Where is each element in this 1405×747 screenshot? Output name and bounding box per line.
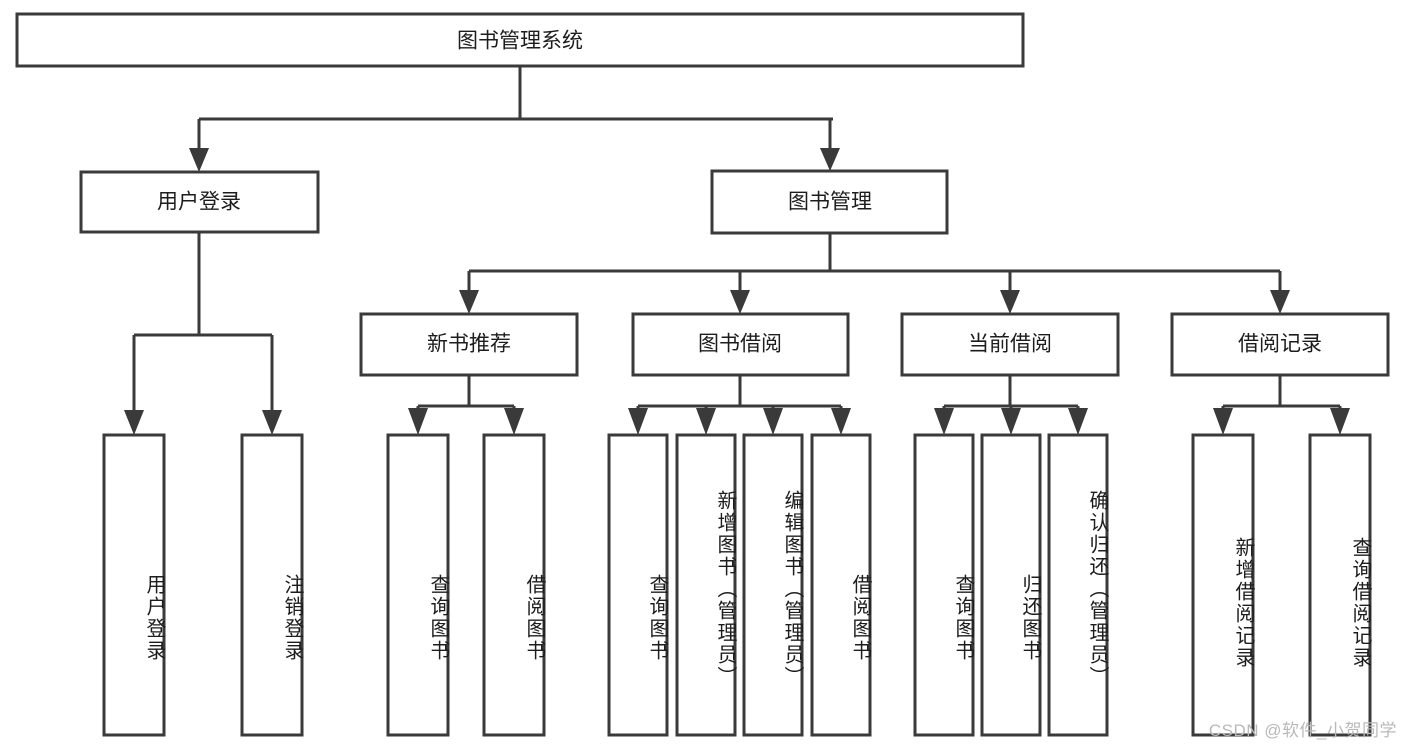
node-user-login-rect[interactable] [79,170,320,234]
node-user-login[interactable]: 用户登录 [79,170,320,234]
node-leaf-query-record-rect[interactable] [1308,433,1372,737]
node-leaf-confirm-return-rect[interactable] [1047,433,1109,737]
connector-group-new-book-rec [408,375,524,435]
connector-group-book-mgmt [459,233,1290,314]
node-user-login-label: 用户登录 [157,191,241,214]
node-root-rect[interactable] [15,12,1025,68]
node-leaf-borrow-book-1-rect[interactable] [482,433,546,737]
csdn-watermark: CSDN @软件_小贺同学 [1208,721,1397,740]
node-leaf-query-book-2-rect[interactable] [607,433,669,737]
arrow-head-borrow-record [1270,290,1290,314]
node-leaf-edit-book-rect[interactable] [742,433,804,737]
node-new-book-rec-label: 新书推荐 [427,333,511,356]
connector-group-borrow-record [1213,375,1350,435]
node-leaf-borrow-book-2-rect[interactable] [810,433,872,737]
node-current-borrow-label: 当前借阅 [968,333,1052,356]
connector-group-user-login [124,232,282,435]
arrow-head-book-mgmt [820,148,840,171]
node-new-book-rec[interactable]: 新书推荐 [359,312,579,377]
arrow-head-leaf-query-book-3 [934,408,954,435]
arrow-head-leaf-query-book-1 [408,408,428,435]
node-book-borrow[interactable]: 图书借阅 [631,312,850,377]
node-borrow-record[interactable]: 借阅记录 [1170,312,1390,377]
arrow-head-leaf-edit-book [763,408,783,435]
node-book-mgmt-rect[interactable] [710,169,949,235]
arrow-head-leaf-logout [262,410,282,435]
arrow-head-leaf-borrow-book-2 [831,408,851,435]
node-current-borrow[interactable]: 当前借阅 [900,312,1120,377]
node-leaf-add-book-rect[interactable] [675,433,737,737]
node-book-mgmt-label: 图书管理 [788,191,872,214]
arrow-head-current-borrow [1000,290,1020,314]
connector-group-book-borrow [628,375,851,435]
arrow-head-leaf-confirm-return [1068,408,1088,435]
arrow-head-user-login [189,148,209,172]
node-book-mgmt[interactable]: 图书管理 [710,169,949,235]
node-root[interactable]: 图书管理系统 [15,12,1025,68]
connector-group-root [189,66,840,172]
arrow-head-leaf-return-book [1001,408,1021,435]
connector-group-current-borrow [934,375,1088,435]
leaf-boxes [102,433,1372,737]
node-borrow-record-rect[interactable] [1170,312,1390,377]
arrow-head-leaf-user-login [124,410,144,435]
node-leaf-return-book-rect[interactable] [980,433,1042,737]
node-leaf-logout-rect[interactable] [240,433,304,737]
arrow-head-leaf-query-book-2 [628,408,648,435]
node-current-borrow-rect[interactable] [900,312,1120,377]
arrow-head-leaf-add-record [1213,408,1233,435]
arrow-head-book-borrow [730,290,750,314]
node-new-book-rec-rect[interactable] [359,312,579,377]
node-leaf-user-login-rect[interactable] [102,433,166,737]
arrow-head-leaf-add-book [696,408,716,435]
node-leaf-add-record-rect[interactable] [1191,433,1255,737]
arrow-head-new-book-rec [459,290,479,314]
node-borrow-record-label: 借阅记录 [1238,333,1322,356]
arrow-head-leaf-borrow-book-1 [504,408,524,435]
node-leaf-query-book-3-rect[interactable] [913,433,975,737]
node-book-borrow-rect[interactable] [631,312,850,377]
node-leaf-query-book-1-rect[interactable] [386,433,450,737]
node-root-label: 图书管理系统 [457,30,583,53]
arrow-head-leaf-query-record [1330,408,1350,435]
node-book-borrow-label: 图书借阅 [698,333,782,356]
